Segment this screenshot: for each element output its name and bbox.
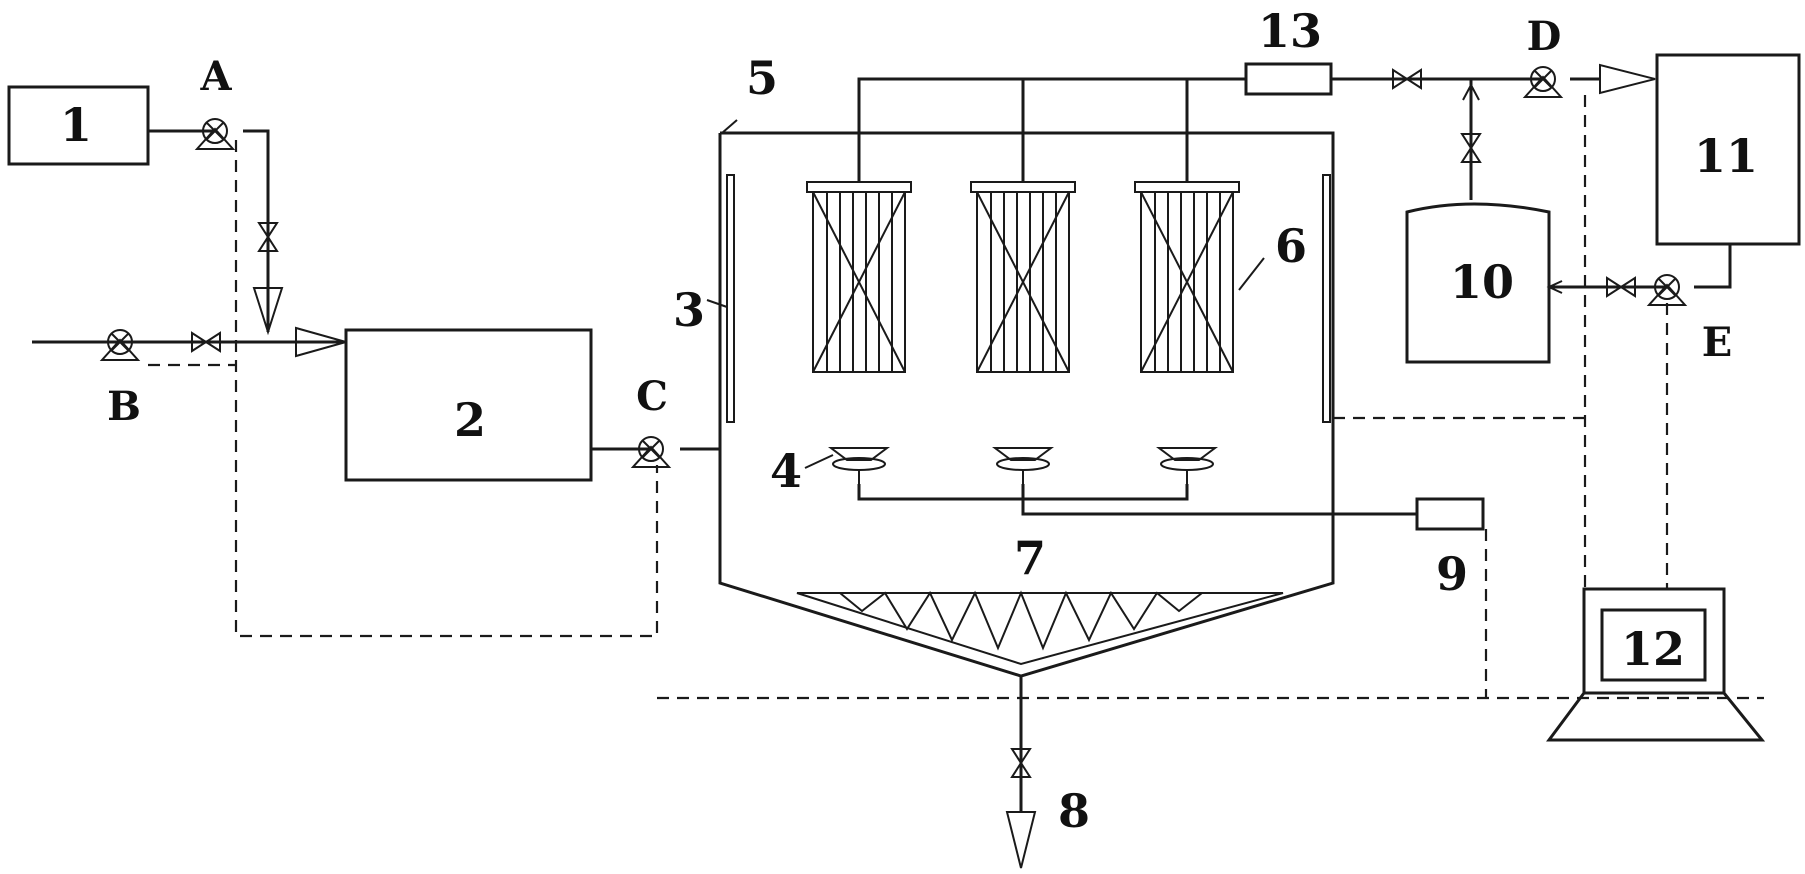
- pump-b: [101, 329, 139, 361]
- pump-c-label: C: [636, 373, 668, 420]
- feed-tank-1: 1: [7, 85, 150, 166]
- label-13: 13: [1258, 4, 1322, 58]
- label-6: 6: [1275, 219, 1307, 273]
- pump-d: [1524, 66, 1562, 98]
- heater-3: 3: [673, 174, 1331, 423]
- membrane-bioreactor-5: 5: [718, 51, 1335, 678]
- label-12: 12: [1621, 622, 1685, 676]
- flow-meter-13: 13: [1244, 4, 1333, 96]
- air-blower-9: 9: [1415, 497, 1485, 601]
- label-9: 9: [1436, 547, 1468, 601]
- label-2: 2: [454, 393, 486, 447]
- label-5: 5: [746, 51, 778, 105]
- label-4: 4: [770, 444, 802, 498]
- pump-a: [196, 118, 234, 150]
- pump-b-label: B: [107, 383, 141, 430]
- pump-e-label: E: [1702, 319, 1733, 366]
- label-1: 1: [60, 98, 92, 152]
- label-7: 7: [1014, 531, 1046, 585]
- label-11: 11: [1694, 129, 1758, 183]
- membrane-modules-6: 6: [806, 181, 1307, 373]
- label-10: 10: [1450, 255, 1514, 309]
- label-8: 8: [1058, 784, 1090, 838]
- pump-e: [1648, 274, 1686, 306]
- backwash-tank-10: 10: [1405, 202, 1551, 364]
- product-tank-11: 11: [1655, 53, 1801, 246]
- aeration-diffusers-4: 4: [770, 444, 1216, 498]
- pump-d-label: D: [1527, 13, 1562, 60]
- sludge-scraper-7: 7: [796, 531, 1284, 666]
- controller-computer-12: 12: [1546, 587, 1766, 742]
- label-3: 3: [673, 283, 705, 337]
- pump-a-label: A: [199, 53, 232, 100]
- regulating-tank-2: 2: [344, 328, 593, 482]
- control-signal-lines: [148, 95, 1764, 700]
- pump-c: [632, 436, 670, 468]
